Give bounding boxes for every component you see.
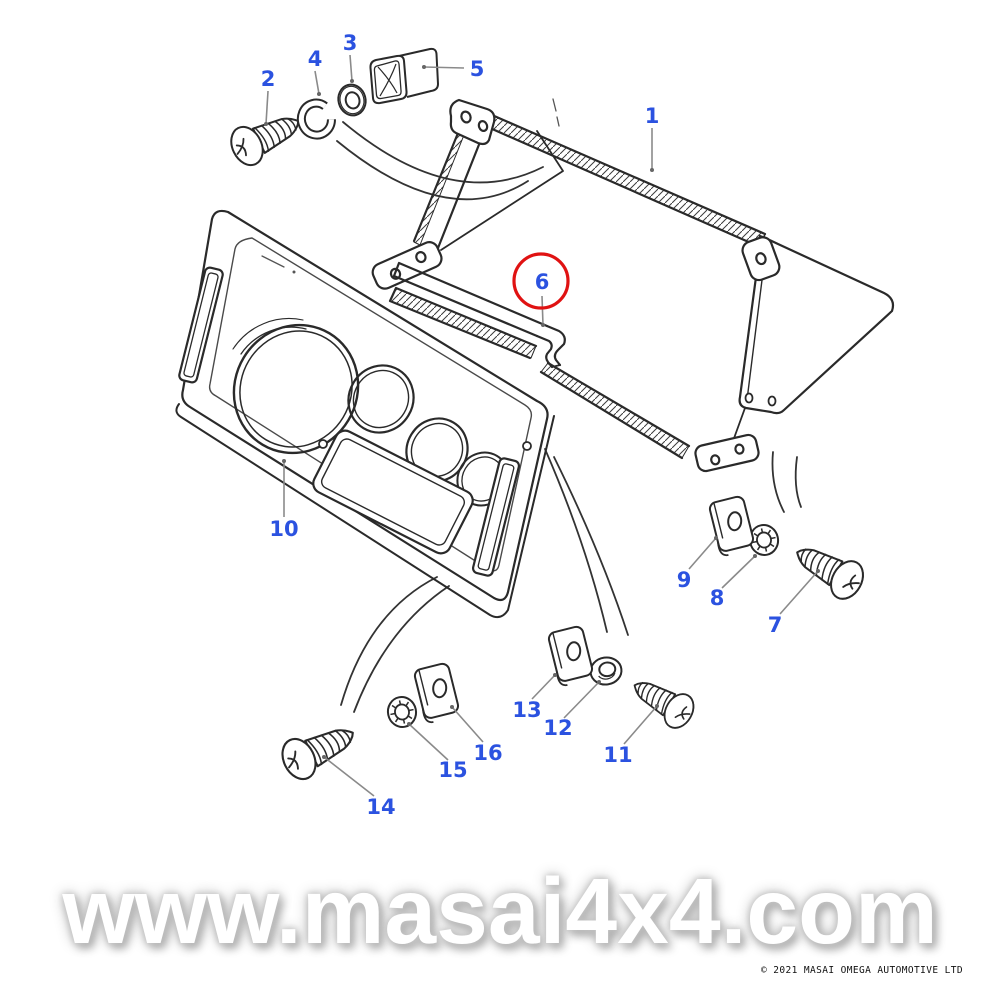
fastener-parts xyxy=(224,47,871,786)
callout-leader-4 xyxy=(314,70,320,95)
callout-leader-5 xyxy=(423,66,465,69)
watermark: www.masai4x4.com xyxy=(62,859,938,963)
callout-dot-13 xyxy=(553,673,557,677)
centerline-mark xyxy=(261,255,285,268)
callout-dot-10 xyxy=(282,459,286,463)
callout-dot-5 xyxy=(422,65,426,69)
callout-dot-6 xyxy=(541,323,545,327)
housing-right-top-bracket xyxy=(741,236,781,282)
callout-number-13: 13 xyxy=(512,698,541,722)
callout-number-11: 11 xyxy=(603,743,632,767)
callout-dot-9 xyxy=(714,536,718,540)
switch-panel-opening xyxy=(312,429,474,555)
part-9-clip-drawing xyxy=(706,494,757,558)
callout-dot-14 xyxy=(322,755,326,759)
part-11-screw-drawing xyxy=(624,668,701,735)
callout-dot-8 xyxy=(753,554,757,558)
part-1-housing-drawing xyxy=(371,98,895,473)
callout-dot-16 xyxy=(450,705,454,709)
callout-dot-2 xyxy=(264,122,268,126)
part-10-bezel-drawing xyxy=(175,209,555,619)
callout-number-2: 2 xyxy=(261,67,276,91)
callout-dot-12 xyxy=(597,680,601,684)
callout-leader-13 xyxy=(531,674,556,700)
callout-leader-16 xyxy=(451,706,484,743)
part-14-screw-drawing xyxy=(275,712,364,786)
callout-number-16: 16 xyxy=(473,741,502,765)
callout-number-3: 3 xyxy=(343,31,358,55)
centerline-mark xyxy=(552,98,560,127)
copyright-notice: © 2021 MASAI OMEGA AUTOMOTIVE LTD xyxy=(761,965,963,976)
part-5-switch-blank-drawing xyxy=(369,47,439,105)
callout-dot-1 xyxy=(650,168,654,172)
callout-dot-15 xyxy=(407,722,411,726)
part-12-grommet-drawing xyxy=(587,654,625,688)
callout-leader-3 xyxy=(349,54,353,82)
callout-leader-6 xyxy=(541,295,544,326)
part-7-screw-drawing xyxy=(786,533,871,606)
right-vent-slot xyxy=(471,457,521,577)
part-16-clip-drawing xyxy=(411,661,462,725)
callout-number-12: 12 xyxy=(543,716,572,740)
callout-leader-7 xyxy=(779,570,819,615)
sweep-curves xyxy=(336,121,802,713)
part-4-spring-washer-drawing xyxy=(296,98,336,140)
speedometer-opening xyxy=(232,317,360,455)
callout-leader-14 xyxy=(323,756,375,797)
part-6-mounting-rail-drawing xyxy=(392,261,566,369)
callout-number-1: 1 xyxy=(645,104,660,128)
highlight-circle-part-6 xyxy=(512,252,570,310)
callout-dot-3 xyxy=(350,79,354,83)
callout-number-9: 9 xyxy=(677,568,692,592)
callout-number-5: 5 xyxy=(470,57,485,81)
callout-leader-11 xyxy=(623,705,658,745)
callout-number-10: 10 xyxy=(269,517,298,541)
housing-bottom-bracket xyxy=(694,433,760,473)
callout-dot-7 xyxy=(816,569,820,573)
callout-number-4: 4 xyxy=(308,47,323,71)
callout-number-14: 14 xyxy=(366,795,395,819)
callout-number-15: 15 xyxy=(438,758,467,782)
callout-dot-4 xyxy=(317,92,321,96)
part-15-star-washer-drawing xyxy=(384,693,420,731)
callout-number-6: 6 xyxy=(535,270,550,294)
callout-leader-8 xyxy=(721,555,756,589)
left-vent-slot xyxy=(178,266,224,384)
callout-leader-15 xyxy=(408,723,449,761)
callout-dot-11 xyxy=(655,704,659,708)
callout-number-7: 7 xyxy=(768,613,783,637)
callout-leader-2 xyxy=(265,90,269,125)
callout-number-8: 8 xyxy=(710,586,725,610)
part-13-clip-drawing xyxy=(545,624,596,688)
callout-leader-12 xyxy=(563,681,600,719)
gauge-opening-2 xyxy=(347,364,415,434)
part-3-washer-drawing xyxy=(333,80,371,120)
callout-leader-9 xyxy=(688,537,717,570)
